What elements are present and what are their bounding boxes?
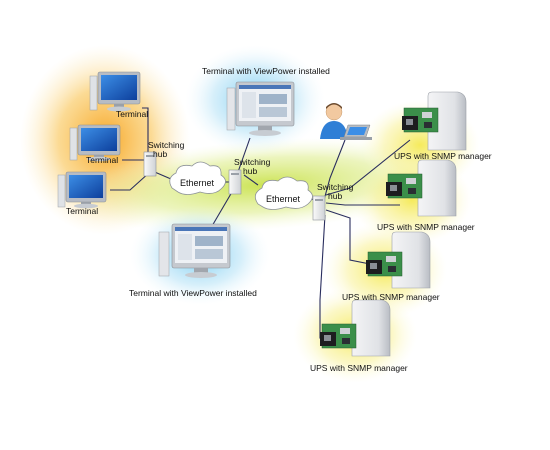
terminal-3 xyxy=(57,171,107,209)
hub-1-label-line1: Switching xyxy=(148,140,185,150)
hub-3-label-line1: Switching xyxy=(317,182,354,192)
snmp-card-icon xyxy=(320,323,357,349)
ethernet-label-1: Ethernet xyxy=(180,178,215,188)
hub-1-label-line2: hub xyxy=(153,149,167,159)
switching-hub-1 xyxy=(143,151,157,177)
snmp-card-icon xyxy=(402,107,439,133)
ups-unit-2 xyxy=(386,159,457,217)
ups-label-2: UPS with SNMP manager xyxy=(377,222,475,232)
terminal-label-1: Terminal xyxy=(116,109,148,119)
terminal-label-3: Terminal xyxy=(66,206,98,216)
hub-2-label-line1: Switching xyxy=(234,157,271,167)
user-laptop-icon xyxy=(320,103,372,140)
ethernet-label-2: Ethernet xyxy=(266,194,301,204)
ethernet-cloud-1 xyxy=(169,161,226,195)
hub-3-label-line2: hub xyxy=(328,191,342,201)
snmp-card-icon xyxy=(386,173,423,199)
viewpower-label-bottom: Terminal with ViewPower installed xyxy=(129,288,257,298)
ups-label-3: UPS with SNMP manager xyxy=(342,292,440,302)
terminal-label-2: Terminal xyxy=(86,155,118,165)
ethernet-cloud-2 xyxy=(254,176,313,210)
ups-label-4: UPS with SNMP manager xyxy=(310,363,408,373)
snmp-card-icon xyxy=(366,251,403,277)
terminal-2 xyxy=(69,124,121,162)
ups-unit-3 xyxy=(366,231,431,289)
ups-unit-1 xyxy=(402,91,467,151)
ups-label-1: UPS with SNMP manager xyxy=(394,151,492,161)
viewpower-terminal-bottom xyxy=(158,223,231,278)
switching-hub-3 xyxy=(312,195,326,221)
viewpower-terminal-top xyxy=(226,81,295,136)
hub-2-label-line2: hub xyxy=(243,166,257,176)
viewpower-label-top: Terminal with ViewPower installed xyxy=(202,66,330,76)
terminal-1 xyxy=(89,71,141,112)
switching-hub-2 xyxy=(228,169,242,195)
ups-unit-4 xyxy=(320,299,391,357)
